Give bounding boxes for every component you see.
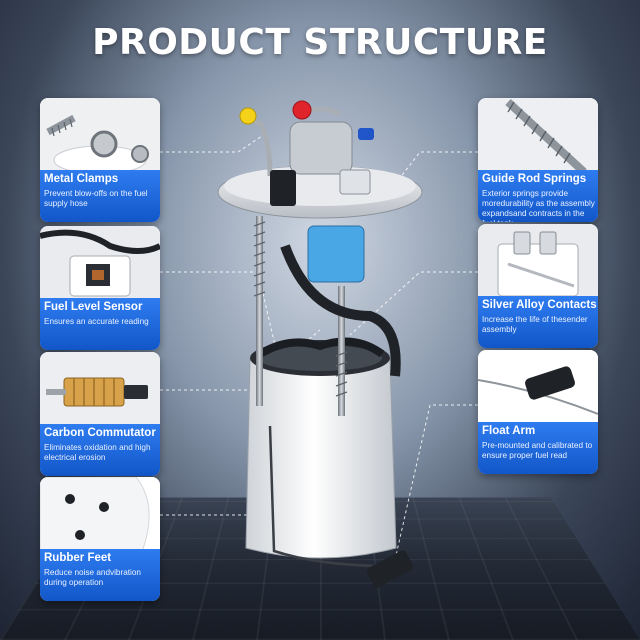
feature-name: Silver Alloy Contacts [482, 299, 597, 311]
contacts-icon [478, 224, 598, 304]
feature-name: Rubber Feet [44, 552, 112, 564]
feature-card-rubber-feet: Rubber Feet Reduce noise andvibration du… [40, 477, 160, 601]
fuel-hose [280, 244, 401, 377]
callout-line-float-arm [394, 404, 478, 561]
regulator-housing [289, 121, 353, 175]
feature-band [40, 424, 160, 476]
feature-name: Metal Clamps [44, 173, 119, 185]
feature-description: Increase the life of thesender assembly [482, 315, 588, 334]
fuel-pump-assembly-image [217, 100, 423, 588]
feature-card-float-arm: Float Arm Pre-mounted and calibrated to … [478, 350, 598, 474]
callout-line-guide-spring [374, 151, 478, 211]
level-sensor-icon [40, 226, 160, 306]
pump-bucket [245, 357, 397, 559]
feature-name: Float Arm [482, 425, 536, 437]
feature-description: Eliminates oxidation and high electrical… [44, 443, 151, 462]
feature-card-silver-alloy-contacts: Silver Alloy Contacts Increase the life … [478, 224, 598, 348]
feature-name: Carbon Commutator [44, 427, 156, 439]
feature-description: Prevent blow-offs on the fuel supply hos… [44, 189, 148, 208]
pump-motor [307, 225, 365, 283]
feature-description: Ensures an accurate reading [44, 317, 149, 326]
feature-band [40, 170, 160, 222]
feature-band [40, 298, 160, 350]
feature-description: Reduce noise andvibration during operati… [44, 568, 141, 587]
feature-band [478, 170, 598, 222]
page-title: PRODUCT STRUCTURE [92, 22, 548, 63]
rubber-feet-icon [40, 477, 160, 557]
feature-card-carbon-commutator: Carbon Commutator Eliminates oxidation a… [40, 352, 160, 476]
feature-card-metal-clamps: Metal Clamps Prevent blow-offs on the fu… [40, 98, 160, 222]
float-arm-icon [478, 350, 598, 430]
electrical-connector [270, 170, 296, 206]
spring-icon [478, 98, 598, 178]
commutator-icon [40, 352, 160, 432]
feature-band [478, 422, 598, 474]
hose-clamp-icon [40, 98, 160, 178]
feature-description: Pre-mounted and calibrated to ensure pro… [482, 441, 593, 460]
callout-line-metal-clamps [160, 131, 269, 153]
float [366, 550, 414, 588]
feature-band [40, 549, 160, 601]
feature-card-guide-rod-springs: Guide Rod Springs Exterior springs provi… [478, 98, 598, 222]
feature-card-fuel-level-sensor: Fuel Level Sensor Ensures an accurate re… [40, 226, 160, 350]
feature-name: Guide Rod Springs [482, 173, 587, 185]
feature-description: Exterior springs provide moredurability … [482, 189, 595, 222]
feature-name: Fuel Level Sensor [44, 301, 143, 313]
feature-band [478, 296, 598, 348]
guide-rods [253, 216, 348, 416]
fuel-outlet-tube [250, 116, 273, 177]
